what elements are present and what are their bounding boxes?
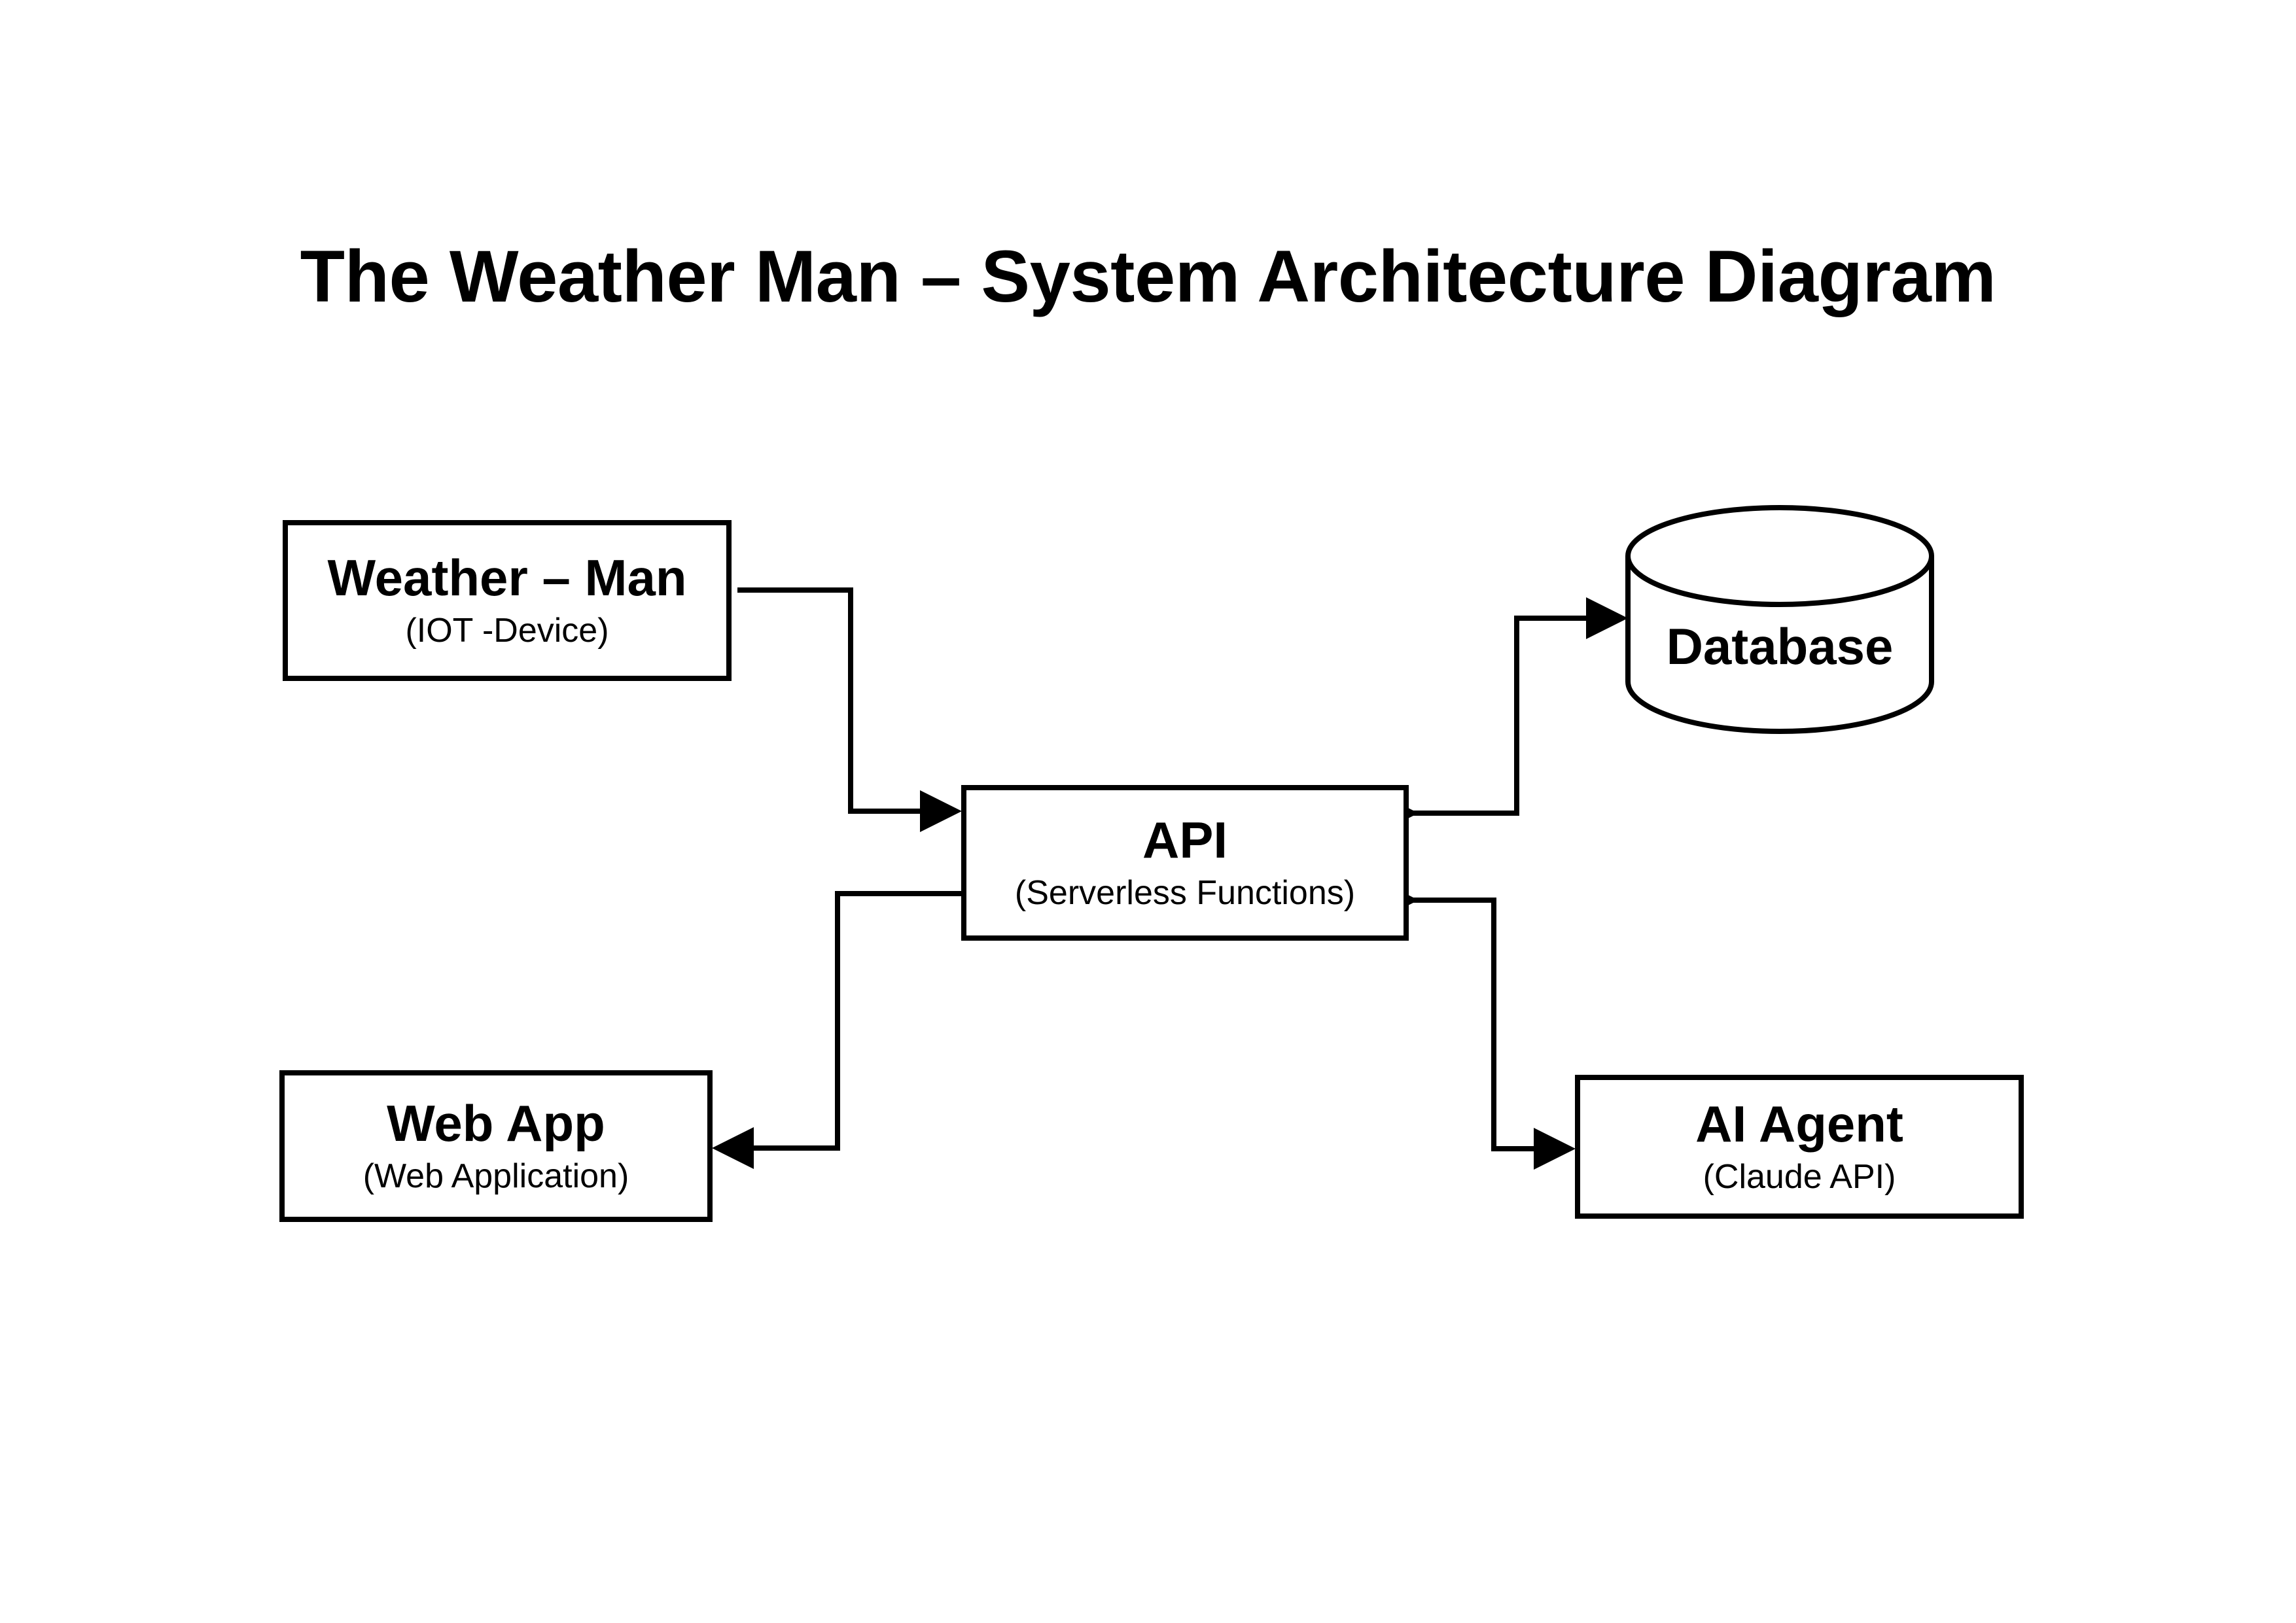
node-weatherman: Weather – Man (IOT -Device) bbox=[283, 520, 732, 681]
node-api: API (Serverless Functions) bbox=[961, 785, 1409, 941]
node-aiagent: AI Agent (Claude API) bbox=[1575, 1075, 2024, 1219]
node-api-label: API bbox=[1142, 811, 1228, 869]
node-aiagent-sublabel: (Claude API) bbox=[1703, 1158, 1896, 1196]
node-weatherman-label: Weather – Man bbox=[327, 549, 687, 606]
node-api-sublabel: (Serverless Functions) bbox=[1014, 874, 1356, 912]
connector-api-database bbox=[1377, 597, 1628, 834]
node-webapp-label: Web App bbox=[387, 1094, 605, 1152]
connector-api-to-webapp bbox=[712, 891, 961, 1169]
node-webapp-sublabel: (Web Application) bbox=[362, 1157, 629, 1195]
node-webapp: Web App (Web Application) bbox=[279, 1070, 713, 1222]
node-aiagent-label: AI Agent bbox=[1695, 1095, 1903, 1153]
node-database-label: Database bbox=[1666, 618, 1894, 675]
connector-api-aiagent bbox=[1377, 879, 1576, 1170]
database-top bbox=[1625, 505, 1934, 607]
diagram-title: The Weather Man – System Architecture Di… bbox=[300, 236, 1996, 317]
node-weatherman-sublabel: (IOT -Device) bbox=[405, 612, 609, 650]
connector-weatherman-to-api bbox=[737, 587, 962, 832]
database-shape bbox=[1625, 505, 1934, 734]
